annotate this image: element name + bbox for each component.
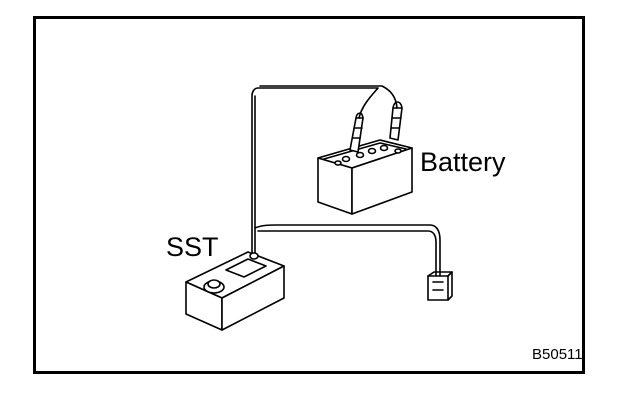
sst-tester-drawing xyxy=(185,251,285,331)
figure-frame xyxy=(33,16,585,374)
battery-label: Battery xyxy=(420,147,506,177)
battery-clip-left xyxy=(349,112,364,153)
figure-code-label: B50511 xyxy=(532,346,583,363)
battery-drawing xyxy=(317,139,413,215)
battery-clip-right xyxy=(389,101,403,141)
connector-cable xyxy=(254,224,441,277)
sst-label: SST xyxy=(166,232,219,262)
connector-plug xyxy=(427,271,453,301)
